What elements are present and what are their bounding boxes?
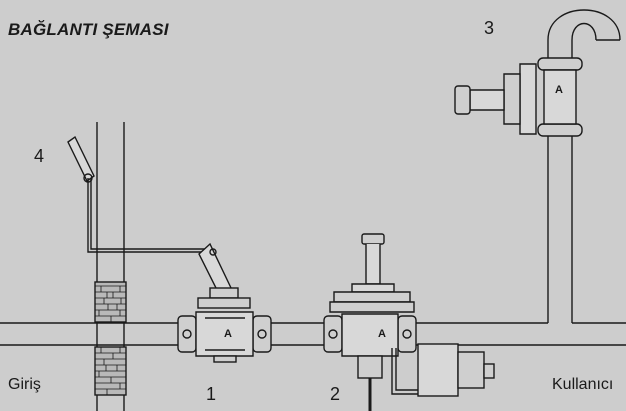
outlet-label: Kullanıcı [552, 376, 614, 393]
shutoff-valve [177, 287, 272, 363]
shutoff-valve-mark: A [224, 328, 232, 340]
wall-sleeve-upper [94, 281, 127, 323]
riser-regulator-mark: A [555, 84, 563, 96]
inlet-label: Giriş [8, 376, 41, 393]
main-pipe [0, 322, 626, 346]
wall-sleeve-lower [94, 346, 127, 396]
callout-4: 4 [34, 146, 45, 166]
callout-2: 2 [330, 384, 341, 404]
callout-1: 1 [206, 384, 217, 404]
shutoff-lever [67, 135, 233, 300]
diagram-title: BAĞLANTI ŞEMASI [8, 20, 169, 39]
regulator-mark: A [378, 328, 386, 340]
callout-3: 3 [484, 18, 495, 38]
pressure-regulator [323, 233, 495, 411]
riser-pipe [547, 9, 621, 323]
riser-regulator [454, 57, 583, 137]
